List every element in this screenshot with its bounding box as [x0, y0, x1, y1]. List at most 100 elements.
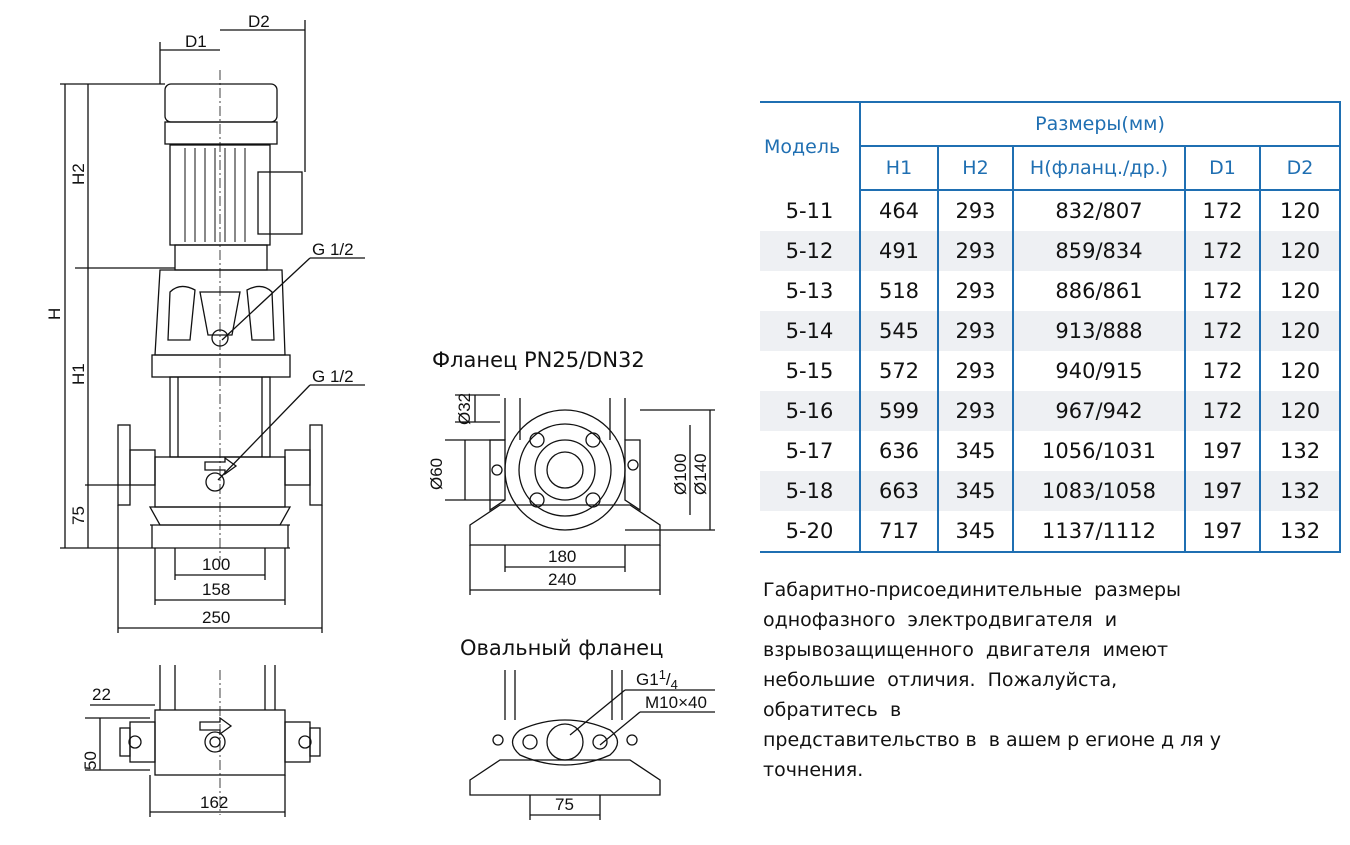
- value-cell: 636: [860, 431, 939, 471]
- value-cell: 913/888: [1013, 311, 1186, 351]
- dim-100: 100: [202, 555, 230, 574]
- col-h1: H1: [860, 145, 939, 191]
- model-cell: 5-15: [760, 351, 861, 391]
- value-cell: 132: [1260, 471, 1342, 511]
- model-cell: 5-14: [760, 311, 861, 351]
- motor-flange: [174, 244, 268, 271]
- value-cell: 832/807: [1013, 190, 1186, 231]
- dim-158: 158: [202, 580, 230, 599]
- motor-band: [164, 121, 278, 145]
- value-cell: 197: [1185, 431, 1261, 471]
- value-cell: 491: [860, 231, 939, 271]
- model-cell: 5-11: [760, 190, 861, 231]
- group-header: Размеры(мм): [860, 102, 1342, 146]
- note-text: Габаритно-присоединительные размеры одноф…: [763, 575, 1348, 785]
- dim-h2: H2: [69, 163, 88, 185]
- value-cell: 293: [938, 231, 1014, 271]
- value-cell: 172: [1185, 351, 1261, 391]
- model-cell: 5-16: [760, 391, 861, 431]
- dim-d1: D1: [185, 32, 207, 51]
- value-cell: 1137/1112: [1013, 511, 1186, 553]
- col-h2: H2: [938, 145, 1014, 191]
- value-cell: 717: [860, 511, 939, 553]
- note-line: обратитесь в: [763, 699, 902, 721]
- value-cell: 1083/1058: [1013, 471, 1186, 511]
- model-header: Модель: [760, 102, 861, 190]
- label-g12-bottom: G 1/2: [312, 367, 354, 386]
- terminal-box: [257, 171, 303, 235]
- value-cell: 967/942: [1013, 391, 1186, 431]
- dim-50: 50: [81, 751, 100, 770]
- value-cell: 345: [938, 431, 1014, 471]
- value-cell: 1056/1031: [1013, 431, 1186, 471]
- dim-250: 250: [202, 608, 230, 627]
- dim-d100: Ø100: [671, 453, 690, 495]
- col-d2: D2: [1260, 145, 1342, 191]
- model-cell: 5-20: [760, 511, 861, 553]
- value-cell: 172: [1185, 311, 1261, 351]
- model-cell: 5-17: [760, 431, 861, 471]
- pump-base: [154, 456, 286, 508]
- label-g12-top: G 1/2: [312, 240, 354, 259]
- value-cell: 663: [860, 471, 939, 511]
- value-cell: 120: [1260, 231, 1342, 271]
- value-cell: 545: [860, 311, 939, 351]
- dim-h: H: [45, 308, 64, 320]
- value-cell: 293: [938, 351, 1014, 391]
- value-cell: 518: [860, 271, 939, 311]
- value-cell: 345: [938, 511, 1014, 553]
- motor-cover: [164, 83, 278, 123]
- dim-75: 75: [69, 506, 88, 525]
- value-cell: 197: [1185, 471, 1261, 511]
- value-cell: 572: [860, 351, 939, 391]
- value-cell: 120: [1260, 391, 1342, 431]
- model-cell: 5-12: [760, 231, 861, 271]
- model-cell: 5-13: [760, 271, 861, 311]
- label-g114: G11/4: [636, 667, 678, 692]
- value-cell: 120: [1260, 311, 1342, 351]
- value-cell: 886/861: [1013, 271, 1186, 311]
- value-cell: 293: [938, 311, 1014, 351]
- dim-d60: Ø60: [427, 458, 446, 490]
- dimensions-table-wrapper: Модель Размеры(мм) H1 H2 H(фланц./др.) D…: [760, 101, 1342, 553]
- value-cell: 940/915: [1013, 351, 1186, 391]
- value-cell: 132: [1260, 511, 1342, 553]
- value-cell: 172: [1185, 391, 1261, 431]
- value-cell: 197: [1185, 511, 1261, 553]
- note-line: Габаритно-присоединительные размеры: [763, 579, 1181, 601]
- value-cell: 172: [1185, 271, 1261, 311]
- note-line: однофазного электродвигателя и: [763, 609, 1118, 631]
- value-cell: 293: [938, 190, 1014, 231]
- drain-plug: [205, 472, 225, 492]
- value-cell: 599: [860, 391, 939, 431]
- value-cell: 293: [938, 391, 1014, 431]
- value-cell: 132: [1260, 431, 1342, 471]
- value-cell: 120: [1260, 190, 1342, 231]
- col-h-total: H(фланц./др.): [1013, 145, 1186, 191]
- value-cell: 120: [1260, 271, 1342, 311]
- note-line: представительство в в ашем р егионе д ля…: [763, 729, 1222, 751]
- dim-180: 180: [548, 547, 576, 566]
- dim-22: 22: [92, 685, 111, 704]
- model-cell: 5-18: [760, 471, 861, 511]
- dimensions-table: Модель Размеры(мм) H1 H2 H(фланц./др.) D…: [760, 101, 1342, 553]
- note-line: взрывозащищенного двигателя имеют: [763, 639, 1169, 661]
- col-d1: D1: [1185, 145, 1261, 191]
- value-cell: 120: [1260, 351, 1342, 391]
- dim-75-oval: 75: [555, 795, 574, 814]
- flange-title: Фланец PN25/DN32: [432, 348, 645, 372]
- dim-h1: H1: [69, 363, 88, 385]
- label-g114-main: G1: [636, 670, 659, 689]
- note-line: точнения.: [763, 759, 864, 781]
- pump-dimension-drawing: D1 D2 H H2 H1 75 G 1/2 G 1/2 100 158 250…: [45, 12, 715, 820]
- note-line: небольшие отличия. Пожалуйста,: [763, 669, 1118, 691]
